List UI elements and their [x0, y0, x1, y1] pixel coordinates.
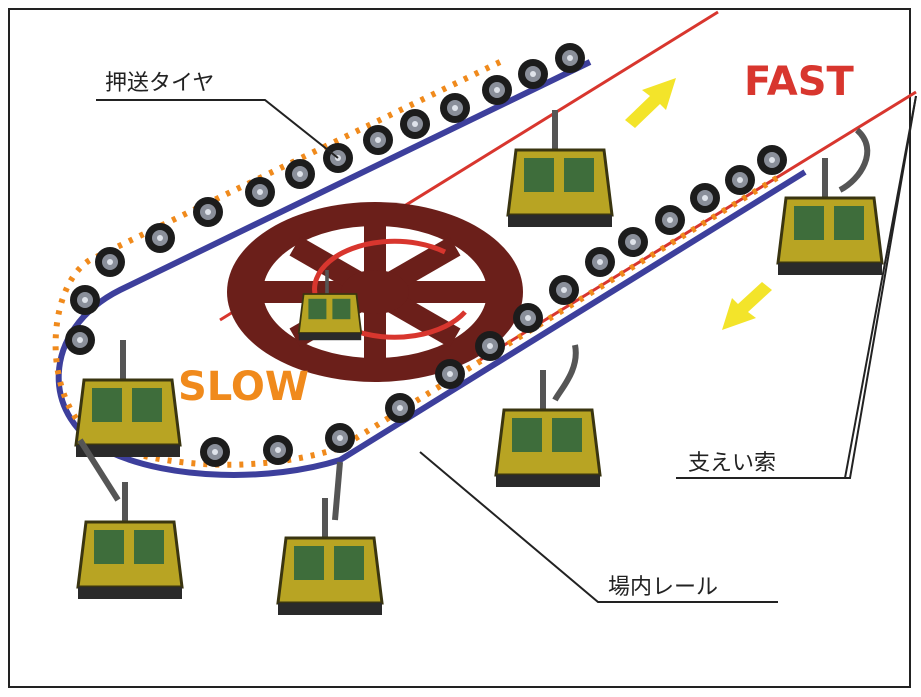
- hanger-arms: [77, 127, 871, 521]
- speed-slow-label: SLOW: [178, 364, 309, 410]
- label-support-cable: 支えい索: [688, 451, 776, 476]
- label-station-rail: 場内レール: [608, 575, 718, 600]
- speed-fast-label: FAST: [744, 59, 855, 105]
- gondola-left-mid: [74, 338, 182, 459]
- arrow-down-left-icon: [722, 282, 772, 330]
- gondola-bottom-center: [276, 496, 384, 617]
- gondola-bottom-left: [76, 480, 184, 601]
- arrow-up-right-icon: [625, 78, 676, 128]
- callout-lines: [96, 95, 917, 603]
- direction-arrow-icons: [625, 78, 772, 330]
- gondola-center: [494, 368, 602, 489]
- label-push-tire: 押送タイヤ: [105, 71, 214, 96]
- gondola-top: [506, 108, 614, 229]
